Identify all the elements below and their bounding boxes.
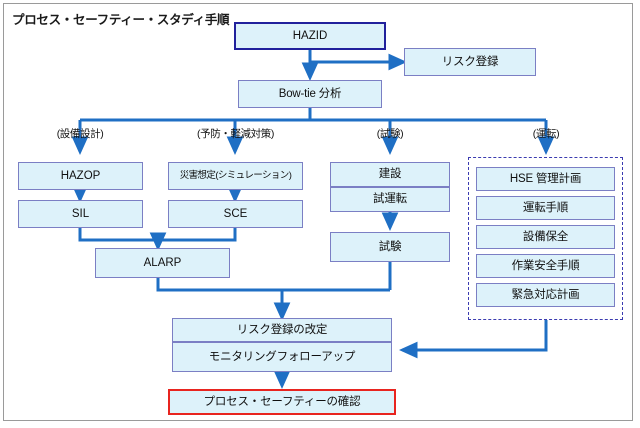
node-construction[interactable]: 建設	[330, 162, 450, 187]
node-sil[interactable]: SIL	[18, 200, 143, 228]
node-work-safety-procedure[interactable]: 作業安全手順	[476, 254, 615, 278]
node-bowtie-analysis[interactable]: Bow-tie 分析	[238, 80, 382, 108]
node-hazid[interactable]: HAZID	[234, 22, 386, 50]
node-process-safety-confirmation[interactable]: プロセス・セーフティーの確認	[168, 389, 396, 415]
node-risk-register-revision[interactable]: リスク登録の改定	[172, 318, 392, 342]
node-emergency-response-plan[interactable]: 緊急対応計画	[476, 283, 615, 307]
node-disaster-simulation[interactable]: 災害想定(シミュレーション)	[168, 162, 303, 190]
operating-phase-group	[468, 157, 623, 320]
node-hse-management-plan[interactable]: HSE 管理計画	[476, 167, 615, 191]
diagram-title: プロセス・セーフティー・スタディ手順	[12, 13, 230, 27]
node-operating-procedure[interactable]: 運転手順	[476, 196, 615, 220]
branch-label-prevention-mitigation: (予防・軽減対策)	[197, 128, 274, 140]
node-monitoring-followup[interactable]: モニタリングフォローアップ	[172, 342, 392, 372]
node-sce[interactable]: SCE	[168, 200, 303, 228]
node-equipment-maintenance[interactable]: 設備保全	[476, 225, 615, 249]
node-testing[interactable]: 試験	[330, 232, 450, 262]
node-alarp[interactable]: ALARP	[95, 248, 230, 278]
node-hazop[interactable]: HAZOP	[18, 162, 143, 190]
branch-label-equipment-design: (設備設計)	[56, 128, 104, 140]
branch-label-test: (試験)	[376, 128, 404, 140]
node-risk-register[interactable]: リスク登録	[404, 48, 536, 76]
node-commissioning[interactable]: 試運転	[330, 187, 450, 212]
branch-label-operation: (運転)	[532, 128, 560, 140]
